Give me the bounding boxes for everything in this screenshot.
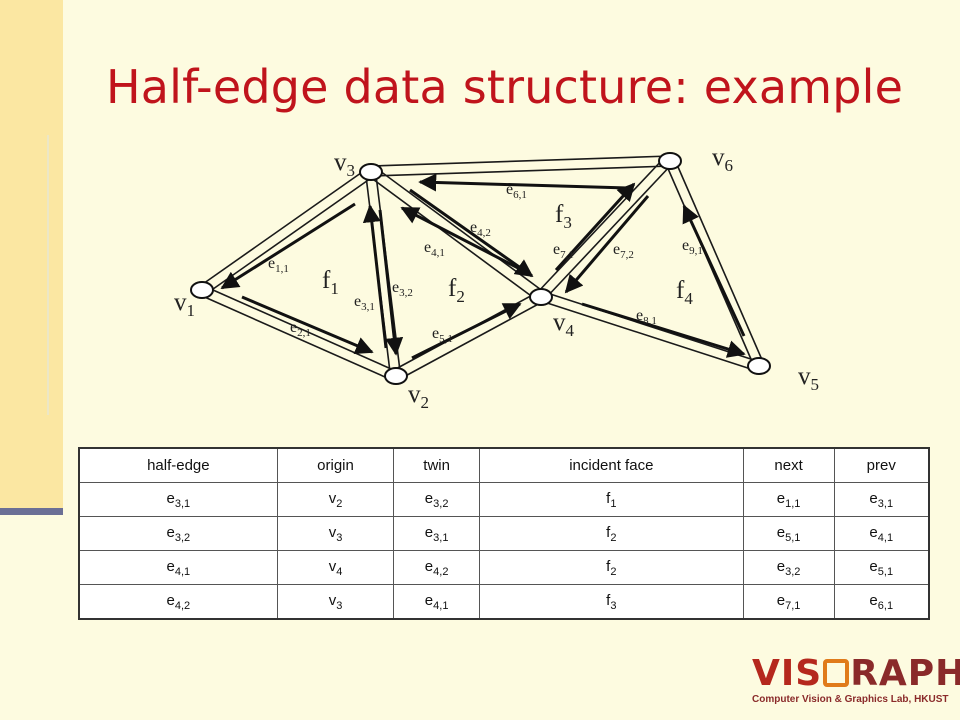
edge-v1-v2	[199, 285, 399, 382]
half-edge-diagram: v1 v2 v3 v4 v5 v6 f1 f2 f3 f4 e1,1 e2,1 …	[174, 144, 819, 412]
logo-wordmark: VIS RAPH	[752, 653, 960, 694]
col-header-prev: prev	[833, 447, 930, 483]
arrow-e31	[362, 204, 388, 349]
edge-label-e11: e1,1	[268, 255, 289, 275]
edge-label-e41: e4,1	[424, 239, 445, 259]
left-decor-line	[47, 135, 49, 415]
edge-label-e72: e7,2	[613, 241, 634, 261]
arrow-e32	[378, 209, 404, 356]
vertex-node-v1	[190, 281, 214, 299]
cell-next: e7,1	[742, 584, 835, 620]
cell-incident-face: f2	[478, 516, 744, 551]
cell-origin: v4	[276, 550, 395, 585]
cell-prev: e6,1	[833, 584, 930, 620]
edge-label-e91: e9,1	[682, 237, 703, 257]
table-header-row: half-edge origin twin incident face next…	[78, 447, 930, 483]
vertex-nodes	[190, 152, 771, 385]
vertex-node-v3	[359, 163, 383, 181]
face-label-f4: f4	[676, 277, 693, 308]
left-decor-band	[0, 0, 63, 512]
edge-label-e21: e2,1	[290, 319, 311, 339]
table-row: e4,1 v4 e4,2 f2 e3,2 e5,1	[78, 550, 930, 585]
half-edge-table: half-edge origin twin incident face next…	[78, 447, 930, 620]
edge-label-e31: e3,1	[354, 293, 375, 313]
table-row: e3,1 v2 e3,2 f1 e1,1 e3,1	[78, 482, 930, 517]
cell-next: e5,1	[742, 516, 835, 551]
slide-title: Half-edge data structure: example	[106, 60, 904, 114]
arrow-e72	[564, 195, 650, 294]
cell-incident-face: f2	[478, 550, 744, 585]
cell-incident-face: f1	[478, 482, 744, 517]
arrow-e41	[400, 206, 523, 272]
edge-label-e61: e6,1	[506, 181, 527, 201]
cell-twin: e4,1	[393, 584, 480, 620]
cell-incident-face: f3	[478, 584, 744, 620]
cell-half-edge: e3,2	[78, 516, 278, 551]
arrow-e51	[411, 302, 522, 360]
edge-label-e71: e7,1	[553, 241, 574, 261]
cell-origin: v3	[276, 516, 395, 551]
cell-twin: e4,2	[393, 550, 480, 585]
logo-part-2: RAPH	[850, 653, 960, 694]
visgraph-logo: VIS RAPH Computer Vision & Graphics Lab, …	[752, 653, 960, 706]
cell-half-edge: e3,1	[78, 482, 278, 517]
arrow-e91	[682, 204, 746, 337]
col-header-half-edge: half-edge	[78, 447, 278, 483]
half-edge-arrows	[220, 173, 746, 360]
col-header-next: next	[742, 447, 835, 483]
vertex-label-v6: v6	[712, 144, 733, 175]
edge-v3-v6	[371, 155, 672, 177]
face-label-f1: f1	[322, 267, 339, 298]
edge-label-e32: e3,2	[392, 279, 413, 299]
table-row: e3,2 v3 e3,1 f2 e5,1 e4,1	[78, 516, 930, 551]
cell-half-edge: e4,2	[78, 584, 278, 620]
cell-half-edge: e4,1	[78, 550, 278, 585]
arrow-e81	[581, 302, 746, 358]
arrow-e11	[220, 202, 356, 290]
col-header-twin: twin	[393, 447, 480, 483]
vertex-node-v5	[747, 357, 771, 375]
edge-v4-v6	[535, 157, 673, 301]
face-label-f3: f3	[555, 201, 572, 232]
vertex-node-v6	[658, 152, 682, 170]
cell-origin: v2	[276, 482, 395, 517]
vertex-node-v4	[529, 288, 553, 306]
edge-label-e51: e5,1	[432, 325, 453, 345]
logo-tagline: Computer Vision & Graphics Lab, HKUST	[752, 694, 949, 705]
vertex-label-v2: v2	[408, 381, 429, 412]
cell-next: e1,1	[742, 482, 835, 517]
edge-label-e42: e4,2	[470, 219, 491, 239]
arrow-e21	[241, 295, 374, 354]
cell-next: e3,2	[742, 550, 835, 585]
arrow-e42	[409, 188, 534, 278]
left-decor-rule	[0, 508, 63, 515]
vertex-node-v2	[384, 367, 408, 385]
cell-origin: v3	[276, 584, 395, 620]
edge-label-e81: e8,1	[636, 307, 657, 327]
col-header-incident-face: incident face	[478, 447, 744, 483]
arrow-e71	[554, 182, 636, 272]
vertex-label-v5: v5	[798, 363, 819, 394]
logo-box-icon	[823, 659, 850, 687]
vertex-label-v4: v4	[553, 309, 575, 340]
col-header-origin: origin	[276, 447, 395, 483]
edge-v1-v3	[199, 167, 375, 295]
cell-prev: e4,1	[833, 516, 930, 551]
arrow-e61	[418, 173, 629, 192]
logo-part-1: VIS	[752, 653, 823, 694]
cell-twin: e3,2	[393, 482, 480, 517]
cell-prev: e3,1	[833, 482, 930, 517]
cell-twin: e3,1	[393, 516, 480, 551]
table-row: e4,2 v3 e4,1 f3 e7,1 e6,1	[78, 584, 930, 620]
edge-v2-v4	[391, 291, 545, 381]
face-label-f2: f2	[448, 275, 465, 306]
cell-prev: e5,1	[833, 550, 930, 585]
vertex-label-v1: v1	[174, 289, 195, 320]
vertex-label-v3: v3	[334, 149, 355, 180]
